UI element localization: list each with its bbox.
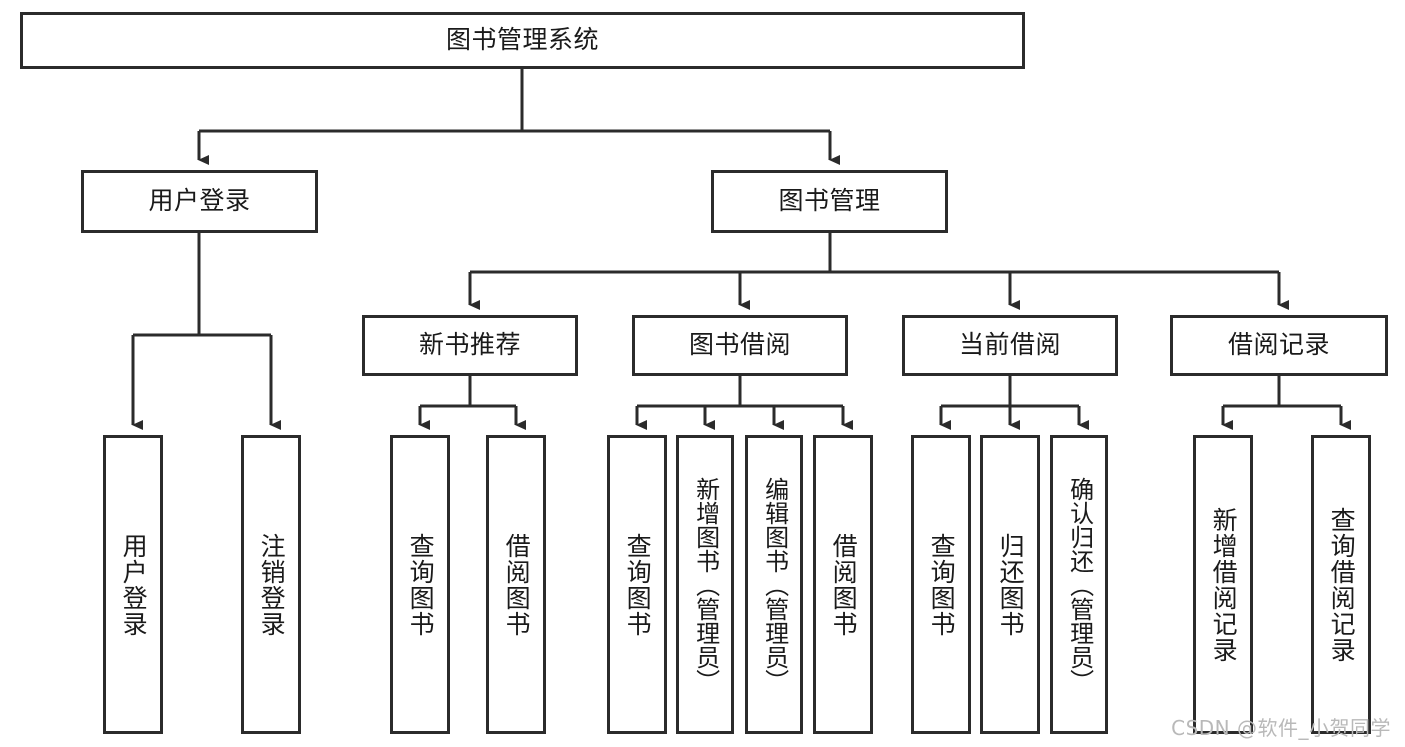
node-new-book-recommend[interactable]: 新书推荐 <box>362 315 578 376</box>
node-label: 归还图书 <box>996 532 1026 637</box>
node-label: 图书管理系统 <box>445 25 599 55</box>
node-label: 查询图书 <box>623 532 653 637</box>
node-label: 新增图书（管理员） <box>691 476 720 693</box>
node-book-management[interactable]: 图书管理 <box>711 170 948 233</box>
node-leaf-query-book-current[interactable]: 查询图书 <box>911 435 971 734</box>
node-label: 借阅图书 <box>502 532 532 637</box>
node-leaf-add-borrow-record[interactable]: 新增借阅记录 <box>1193 435 1253 734</box>
node-leaf-query-book-recommend[interactable]: 查询图书 <box>390 435 450 734</box>
node-label: 查询图书 <box>927 532 957 637</box>
node-leaf-logout[interactable]: 注销登录 <box>241 435 301 734</box>
node-label: 借阅图书 <box>829 532 859 637</box>
node-leaf-borrow-book-recommend[interactable]: 借阅图书 <box>486 435 546 734</box>
node-leaf-add-book-admin[interactable]: 新增图书（管理员） <box>676 435 734 734</box>
watermark-text: CSDN @软件_小贺同学 <box>1171 716 1391 740</box>
node-leaf-query-book-borrow[interactable]: 查询图书 <box>607 435 667 734</box>
node-label: 编辑图书（管理员） <box>760 476 789 693</box>
node-label: 借阅记录 <box>1227 330 1330 360</box>
node-label: 图书借阅 <box>688 330 791 360</box>
node-borrow-record[interactable]: 借阅记录 <box>1170 315 1388 376</box>
node-label: 用户登录 <box>148 186 251 216</box>
node-label: 确认归还（管理员） <box>1065 476 1094 693</box>
node-leaf-user-login[interactable]: 用户登录 <box>103 435 163 734</box>
node-label: 新书推荐 <box>418 330 521 360</box>
node-leaf-query-borrow-record[interactable]: 查询借阅记录 <box>1311 435 1371 734</box>
node-label: 用户登录 <box>119 532 149 637</box>
node-leaf-edit-book-admin[interactable]: 编辑图书（管理员） <box>745 435 803 734</box>
node-leaf-confirm-return-admin[interactable]: 确认归还（管理员） <box>1050 435 1108 734</box>
node-leaf-borrow-book[interactable]: 借阅图书 <box>813 435 873 734</box>
node-root-system[interactable]: 图书管理系统 <box>20 12 1025 69</box>
node-label: 当前借阅 <box>958 330 1061 360</box>
node-leaf-return-book[interactable]: 归还图书 <box>980 435 1040 734</box>
node-label: 新增借阅记录 <box>1209 506 1239 663</box>
node-book-borrow[interactable]: 图书借阅 <box>632 315 848 376</box>
node-current-borrow[interactable]: 当前借阅 <box>902 315 1118 376</box>
node-label: 查询借阅记录 <box>1327 506 1357 663</box>
node-user-login[interactable]: 用户登录 <box>81 170 318 233</box>
node-label: 图书管理 <box>778 186 881 216</box>
node-label: 查询图书 <box>406 532 436 637</box>
node-label: 注销登录 <box>257 532 287 637</box>
